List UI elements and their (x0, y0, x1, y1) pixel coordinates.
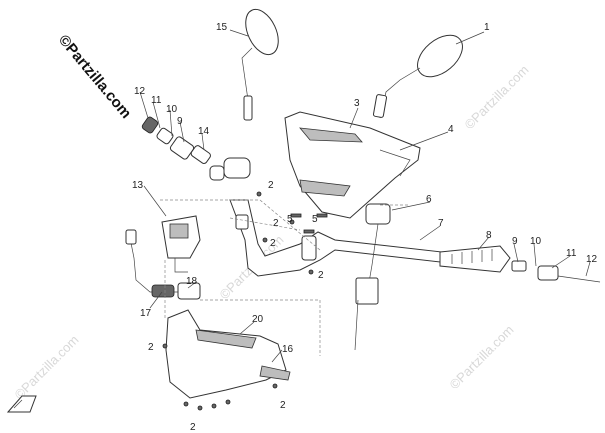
part-right-bar-end (511, 260, 601, 283)
watermark-main: ©Partzilla.com (55, 32, 135, 122)
callout-2: 2 (148, 342, 154, 353)
callout-2: 2 (190, 422, 196, 433)
callout-5: 5 (312, 214, 318, 225)
callout-1: 1 (484, 22, 490, 33)
part-left-switch (161, 215, 201, 273)
callout-11: 11 (151, 95, 162, 106)
callout-5: 5 (287, 214, 293, 225)
callout-9: 9 (177, 116, 183, 127)
part-right-switch (354, 203, 391, 351)
part-screws (162, 191, 328, 411)
callout-7: 7 (438, 218, 444, 229)
callout-10: 10 (166, 104, 178, 115)
callout-20: 20 (252, 314, 264, 325)
callout-3: 3 (354, 98, 360, 109)
assembly-guide-lines (160, 199, 410, 356)
callout-4: 4 (448, 124, 454, 135)
callout-2: 2 (270, 238, 276, 249)
front-orientation-icon (6, 395, 37, 413)
part-handlebar-lower-cover (165, 309, 291, 399)
callout-14: 14 (198, 126, 210, 137)
part-mirror-right (372, 34, 463, 119)
callout-12: 12 (134, 86, 146, 97)
part-left-bar-end (141, 116, 211, 164)
callout-18: 18 (186, 276, 198, 287)
callout-16: 16 (282, 344, 294, 355)
callout-8: 8 (486, 230, 492, 241)
watermark-faint-4: ©Partzilla.com (12, 332, 82, 402)
callout-labels: 1 2 2 2 2 2 2 2 3 4 5 5 6 7 8 9 9 10 10 … (132, 22, 598, 433)
callout-2: 2 (280, 400, 286, 411)
part-handlebar-upper-cover (284, 111, 421, 219)
callout-leaders (139, 29, 591, 363)
watermark-faint-2: ©Partzilla.com (447, 322, 517, 392)
callout-17: 17 (140, 308, 152, 319)
watermark-faint-1: ©Partzilla.com (462, 62, 532, 132)
part-handlebar (209, 157, 443, 277)
callout-10: 10 (530, 236, 542, 247)
callout-6: 6 (426, 194, 432, 205)
callout-2: 2 (268, 180, 274, 191)
callout-2: 2 (318, 270, 324, 281)
callout-13: 13 (132, 180, 144, 191)
callout-11: 11 (566, 248, 577, 259)
part-mirror-left (241, 8, 279, 121)
callout-2: 2 (273, 218, 279, 229)
callout-12: 12 (586, 254, 598, 265)
callout-15: 15 (216, 22, 228, 33)
callout-9: 9 (512, 236, 518, 247)
part-brake-cable (125, 229, 201, 300)
part-right-grip (439, 245, 511, 273)
